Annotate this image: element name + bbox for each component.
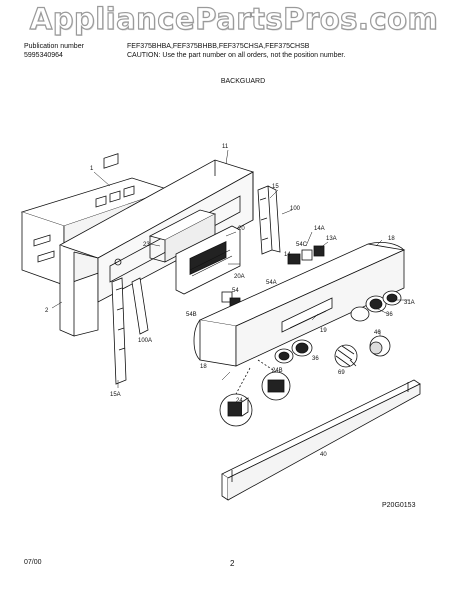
callout-40: 40 bbox=[320, 452, 327, 458]
callout-36-center: 36 bbox=[312, 356, 319, 362]
section-title: BACKGUARD bbox=[220, 78, 266, 85]
callout-20: 20 bbox=[238, 226, 245, 232]
watermark-text: AppliancePartsPros.com bbox=[29, 1, 439, 36]
callout-2: 2 bbox=[45, 308, 49, 314]
callout-leaders bbox=[51, 149, 410, 388]
control-board-drawing bbox=[148, 209, 241, 295]
trim-strip-drawing bbox=[221, 379, 421, 501]
callout-100: 100 bbox=[290, 206, 301, 212]
detail-circles-drawing bbox=[219, 359, 291, 427]
callout-18-top: 18 bbox=[388, 236, 395, 242]
callout-14: 14 bbox=[284, 252, 291, 258]
caution-note: CAUTION: Use the part number on all orde… bbox=[127, 52, 346, 59]
right-bracket-drawing bbox=[257, 185, 281, 255]
callout-24b: 24B bbox=[272, 368, 283, 374]
callout-31a: 31A bbox=[404, 300, 415, 306]
callout-36-right: 36 bbox=[386, 312, 393, 318]
callout-24: 24 bbox=[236, 398, 243, 404]
model-numbers: FEF375BHBA,FEF375BHBB,FEF375CHSA,FEF375C… bbox=[127, 43, 310, 50]
callout-54b: 54B bbox=[186, 312, 197, 318]
screw-drawing bbox=[334, 344, 358, 368]
callout-13a: 13A bbox=[326, 236, 337, 242]
callout-54: 54 bbox=[232, 288, 239, 294]
callout-labels: 1 11 2 15 100 20 23 14A 13A 18 54C 14 54… bbox=[45, 144, 415, 458]
left-bracket-drawing bbox=[111, 277, 149, 385]
callout-54c: 54C bbox=[296, 242, 308, 248]
callout-46: 46 bbox=[374, 330, 381, 336]
callout-23: 23 bbox=[143, 242, 150, 248]
callout-54a: 54A bbox=[266, 280, 277, 286]
callout-69: 69 bbox=[338, 370, 345, 376]
footer-date: 07/00 bbox=[24, 559, 42, 566]
button-drawing bbox=[369, 335, 391, 357]
callout-19: 19 bbox=[320, 328, 327, 334]
callout-100a: 100A bbox=[138, 338, 152, 344]
switch-cluster-drawing bbox=[221, 245, 325, 309]
callout-1: 1 bbox=[90, 166, 94, 172]
publication-label: Publication number bbox=[24, 43, 84, 50]
callout-18-bottom: 18 bbox=[200, 364, 207, 370]
callout-15a: 15A bbox=[110, 392, 121, 398]
callout-20a: 20A bbox=[234, 274, 245, 280]
callout-11: 11 bbox=[222, 144, 229, 150]
publication-number: 5995340964 bbox=[24, 52, 63, 59]
figure-code: P20G0153 bbox=[382, 502, 416, 509]
knob-drawings bbox=[274, 290, 402, 364]
control-panel-drawing bbox=[193, 242, 406, 367]
callout-14a: 14A bbox=[314, 226, 325, 232]
callout-15: 15 bbox=[272, 184, 279, 190]
footer-page-number: 2 bbox=[230, 559, 235, 568]
